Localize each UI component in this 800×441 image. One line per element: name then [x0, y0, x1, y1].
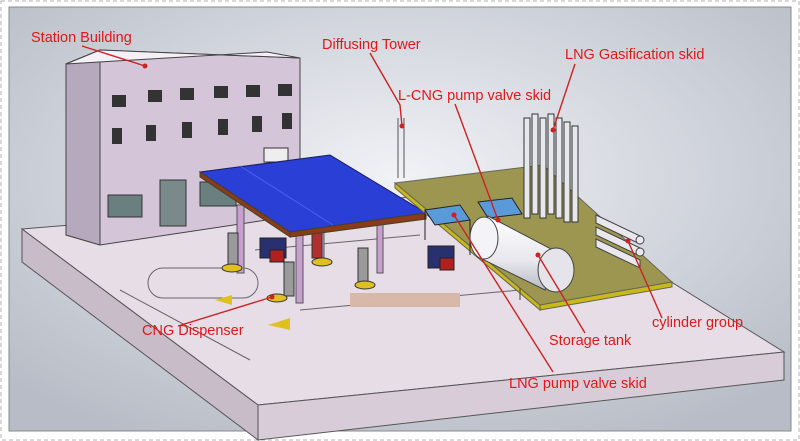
leader-dot-storage-tank	[535, 252, 541, 258]
label-lng-pump-valve-skid: LNG pump valve skid	[509, 376, 647, 392]
label-lng-gasification-skid: LNG Gasification skid	[565, 47, 705, 63]
leader-dot-cng-dispenser	[269, 294, 275, 300]
leader-lng-pump-valve	[453, 214, 554, 373]
trucks	[259, 237, 455, 271]
leader-station-building	[81, 45, 146, 67]
leader-lng-gasification	[552, 63, 576, 131]
canopy-roof	[198, 154, 428, 238]
label-station-building: Station Building	[31, 30, 132, 46]
leader-dot-lcng-pump-valve	[495, 217, 501, 223]
label-storage-tank: Storage tank	[549, 333, 632, 349]
leader-cylinder-group	[627, 240, 663, 319]
leader-lines	[81, 45, 663, 373]
leader-dot-station-building	[142, 63, 148, 69]
cylinder-group	[595, 214, 645, 269]
leader-dot-lng-gasification	[550, 127, 556, 133]
leader-dot-lng-pump-valve	[451, 212, 457, 218]
storage-tank	[469, 215, 575, 300]
leader-lcng-pump-valve	[454, 103, 499, 221]
label-diffusing-tower: Diffusing Tower	[322, 37, 421, 53]
leader-diffusing-tower	[369, 52, 403, 127]
diffusing-tower	[397, 118, 405, 178]
leader-cng-dispenser	[177, 296, 273, 327]
label-cng-dispenser: CNG Dispenser	[142, 323, 244, 339]
leader-dot-cylinder-group	[625, 238, 631, 244]
lng-gasification-skid	[523, 113, 579, 223]
leader-storage-tank	[537, 254, 586, 334]
label-cylinder-group: cylinder group	[652, 315, 744, 331]
leader-dot-diffusing-tower	[399, 123, 405, 129]
label-lcng-pump-valve-skid: L-CNG pump valve skid	[398, 88, 552, 104]
lcng-pump-valve-skid	[424, 197, 523, 255]
